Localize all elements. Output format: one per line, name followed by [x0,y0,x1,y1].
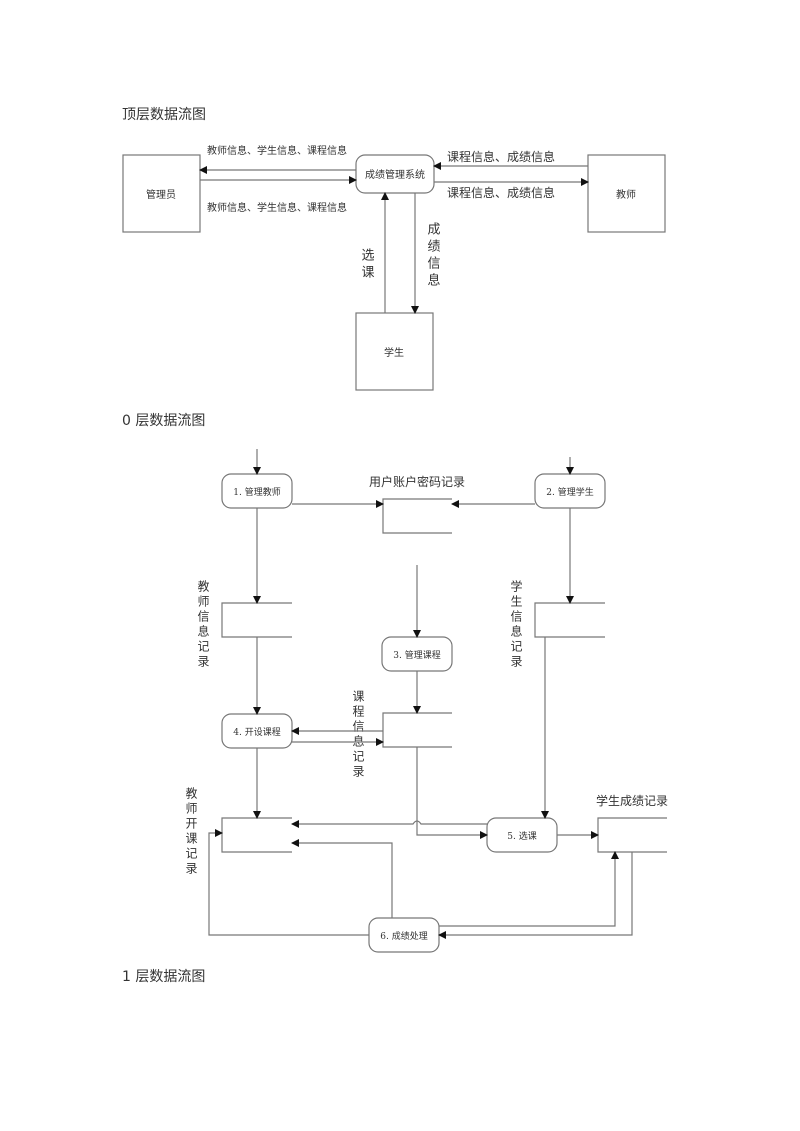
store-student-info-label: 学生信息记录 [509,579,523,670]
flow-student-to-system-label: 选课 [359,248,375,282]
process-grade-system-label: 成绩管理系统 [365,168,425,181]
entity-teacher[interactable] [587,154,666,233]
process-1-label: 1. 管理教师 [233,486,280,498]
top-level-diagram: 管理员 教师 学生 成绩管理系统 教师信息、学生信息、课程信息 教师信息、学生信… [122,144,666,391]
store-teacher-course[interactable] [221,817,292,853]
heading-level1: 1 层数据流图 [122,969,206,985]
process-2-label: 2. 管理学生 [546,486,593,498]
process-4-label: 4. 开设课程 [233,727,280,738]
store-course-info[interactable] [382,712,452,748]
flow-system-to-student-label: 成绩信息 [425,222,441,290]
entity-student-label: 学生 [384,346,404,359]
entity-student[interactable] [355,312,434,391]
entity-teacher-label: 教师 [616,188,636,201]
process-5-label: 5. 选课 [507,830,536,842]
heading-level0: 0 层数据流图 [122,413,206,429]
flow-p6-to-teacher-course [291,839,393,918]
store-account[interactable] [382,498,452,534]
flow-admin-to-system-label: 教师信息、学生信息、课程信息 [207,201,347,214]
process-6-label: 6. 成绩处理 [380,930,427,942]
heading-top-level: 顶层数据流图 [122,107,206,123]
process-grade-system[interactable] [355,154,435,194]
process-3-label: 3. 管理课程 [393,649,440,661]
level0-diagram: 1. 管理教师 2. 管理学生 3. 管理课程 4. 开设课程 5. 选课 6.… [184,449,668,953]
store-student-score-label: 学生成绩记录 [596,793,668,808]
flow-course-info-to-p5 [416,747,488,839]
store-student-score[interactable] [597,817,667,853]
store-teacher-course-label: 教师开课记录 [184,786,198,877]
flow-teacher-to-system-label: 课程信息、成绩信息 [447,149,555,164]
store-teacher-info[interactable] [221,602,292,638]
flow-teacher-course-to-p6 [208,829,369,936]
store-student-info[interactable] [534,602,605,638]
entity-admin[interactable] [122,154,201,233]
entity-admin-label: 管理员 [146,188,176,201]
flow-p5-to-teacher-course [291,820,487,828]
store-course-info-label: 课程信息记录 [351,690,365,780]
flow-student-score-to-p6 [438,852,633,939]
flow-p6-to-student-score [439,851,619,927]
store-teacher-info-label: 教师信息记录 [196,579,210,670]
flow-system-to-admin-label: 教师信息、学生信息、课程信息 [207,144,347,157]
flow-system-to-teacher-label: 课程信息、成绩信息 [447,185,555,200]
store-account-label: 用户账户密码记录 [369,474,465,489]
